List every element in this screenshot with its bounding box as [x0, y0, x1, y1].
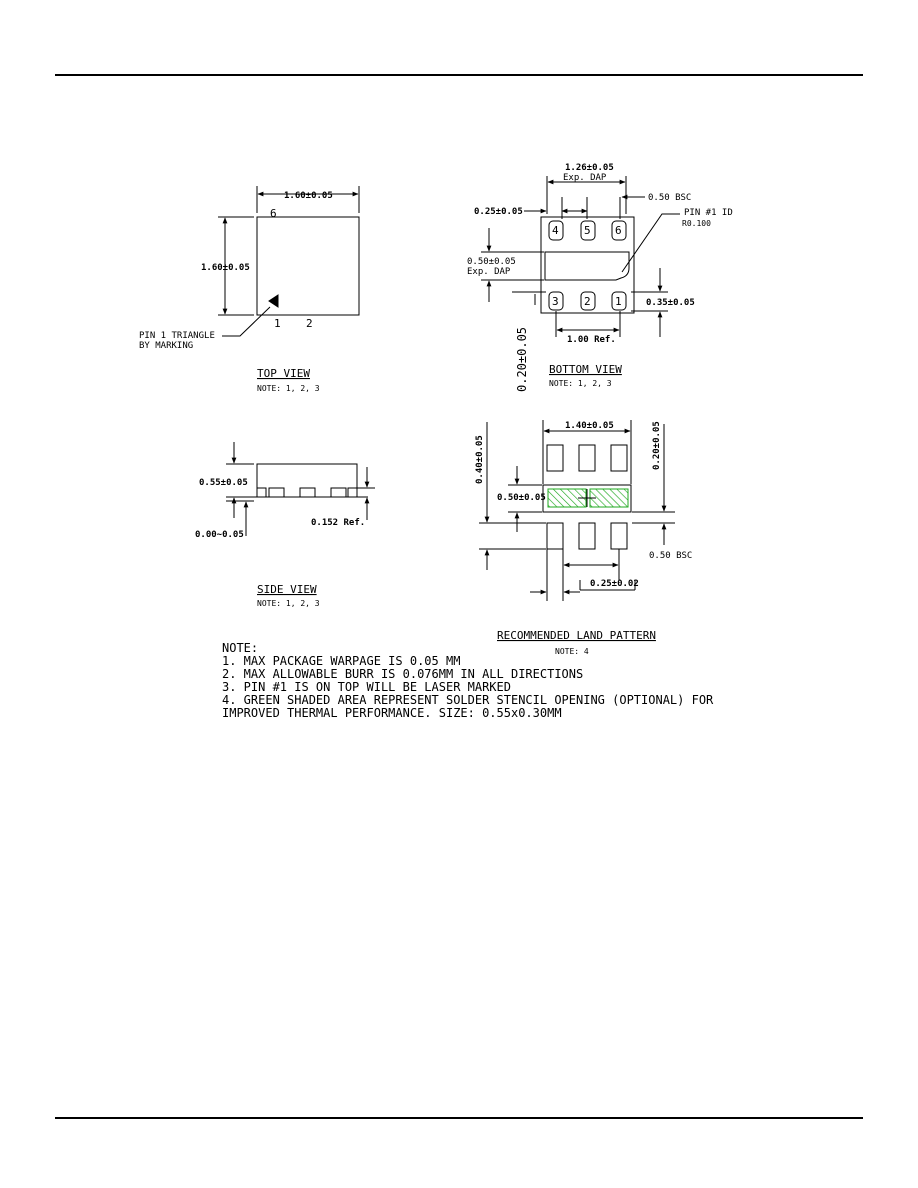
bottom-view-title: BOTTOM VIEW: [549, 363, 622, 376]
side-view-title: SIDE VIEW: [257, 583, 317, 596]
top-view-note: NOTE: 1, 2, 3: [257, 384, 320, 393]
top-height-dim: 1.60±0.05: [201, 263, 250, 273]
pad-length-dim: 0.35±0.05: [646, 298, 695, 308]
note-line: 4. GREEN SHADED AREA REPRESENT SOLDER ST…: [222, 693, 714, 707]
top-pin6-label: 6: [270, 207, 277, 220]
dap-width-label: Exp. DAP: [563, 173, 607, 183]
vertical-dim: 0.20±0.05: [515, 327, 529, 392]
top-view-outline: [256, 216, 360, 316]
bottom-pin-3: 3: [552, 295, 559, 308]
top-pin2-label: 2: [306, 317, 313, 330]
land-pitch-dim: 0.50 BSC: [649, 551, 692, 561]
pin1-id-label: PIN #1 ID: [684, 208, 733, 218]
land-pad-length-dim: 0.40±0.05: [475, 435, 485, 484]
note-line: 2. MAX ALLOWABLE BURR IS 0.076MM IN ALL …: [222, 667, 583, 681]
bottom-pads: [548, 220, 627, 311]
land-pattern-note: NOTE: 4: [555, 647, 589, 656]
pad-width-dim: 0.25±0.05: [474, 207, 523, 217]
side-standoff-dim: 0.00~0.05: [195, 530, 244, 540]
top-view: [218, 186, 360, 337]
header-rule: [55, 74, 863, 76]
dap-height-label: Exp. DAP: [467, 267, 511, 277]
land-dap-height-dim: 0.50±0.05: [497, 493, 546, 503]
notes-heading: NOTE:: [222, 641, 258, 655]
dap-height-dim: 0.50±0.05: [467, 257, 516, 267]
top-width-dim: 1.60±0.05: [284, 191, 333, 201]
top-pin1-label: 1: [274, 317, 281, 330]
pin1-triangle-icon: [268, 294, 279, 308]
exposed-dap: [544, 251, 630, 281]
pin1-id-radius: R0.100: [682, 219, 711, 228]
side-height-dim: 0.55±0.05: [199, 478, 248, 488]
bottom-view: [481, 176, 680, 337]
note-line: IMPROVED THERMAL PERFORMANCE. SIZE: 0.55…: [222, 706, 562, 720]
footer-rule: [55, 1117, 863, 1119]
note-line: 3. PIN #1 IS ON TOP WILL BE LASER MARKED: [222, 680, 511, 694]
land-width-dim: 1.40±0.05: [565, 421, 614, 431]
note-line: 1. MAX PACKAGE WARPAGE IS 0.05 MM: [222, 654, 460, 668]
land-pattern-title: RECOMMENDED LAND PATTERN: [497, 629, 656, 642]
bottom-pin-2: 2: [584, 295, 591, 308]
bottom-view-note: NOTE: 1, 2, 3: [549, 379, 612, 388]
ref-span-dim: 1.00 Ref.: [567, 335, 616, 345]
pin1-marker-label-2: BY MARKING: [139, 341, 193, 351]
land-spacing-dim: 0.20±0.05: [652, 421, 662, 470]
land-pattern: [479, 420, 675, 601]
side-terminal-dim: 0.152 Ref.: [311, 518, 365, 528]
land-pad-width-dim: 0.25±0.02: [590, 579, 639, 589]
dap-width-dim: 1.26±0.05: [565, 163, 614, 173]
side-view-body: [256, 463, 358, 497]
bottom-pin-4: 4: [552, 224, 559, 237]
pitch-dim: 0.50 BSC: [648, 193, 691, 203]
side-view: [226, 442, 375, 536]
land-dap: [542, 484, 632, 513]
bottom-pin-5: 5: [584, 224, 591, 237]
top-view-title: TOP VIEW: [257, 367, 310, 380]
notes-block: NOTE: 1. MAX PACKAGE WARPAGE IS 0.05 MM …: [222, 641, 714, 720]
bottom-pin-6: 6: [615, 224, 622, 237]
pin1-marker-label: PIN 1 TRIANGLE: [139, 331, 215, 341]
bottom-pin-1: 1: [615, 295, 622, 308]
side-view-note: NOTE: 1, 2, 3: [257, 599, 320, 608]
